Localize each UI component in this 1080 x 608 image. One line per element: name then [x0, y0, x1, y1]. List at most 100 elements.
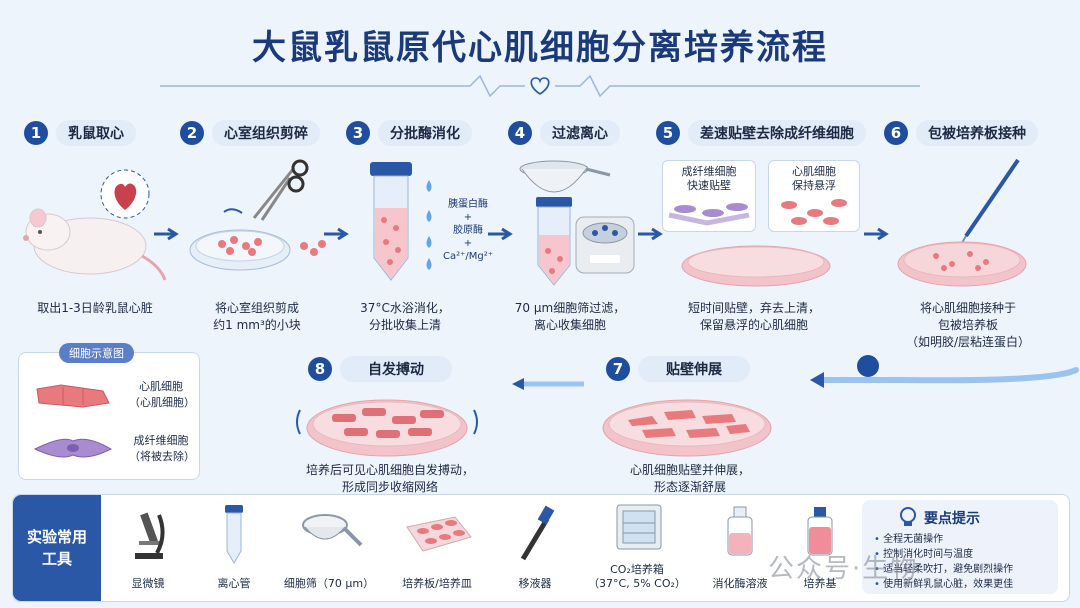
tip-item: 全程无菌操作	[874, 532, 1013, 547]
step-1-header: 1 乳鼠取心	[24, 120, 136, 146]
tool-name: 细胞筛（70 μm）	[283, 577, 375, 590]
fibroblast-adherent-box: 成纤维细胞 快速贴壁	[662, 160, 756, 232]
step-7-caption-line1: 心肌细胞贴壁并伸展，	[629, 463, 750, 477]
tip-item: 适当轻柔吹打，避免剧烈操作	[874, 562, 1013, 577]
tool-name: CO₂培养箱	[610, 563, 664, 576]
step-3-caption-line2: 分批收集上清	[368, 318, 441, 332]
enzyme-item: +	[463, 238, 473, 249]
enzyme-item: Ca²⁺/Mg²⁺	[442, 251, 494, 262]
arrow-left-icon	[512, 378, 584, 390]
tool-name: 显微镜	[131, 577, 165, 590]
arrow-right-icon	[154, 227, 179, 241]
filter-centrifuge-illustration	[519, 160, 635, 286]
tool-name: 培养板/培养皿	[402, 577, 472, 590]
box-line2: 保持悬浮	[792, 179, 836, 192]
arrow-right-icon	[638, 227, 663, 241]
curved-connector-arrow	[810, 355, 1079, 388]
enzyme-drops-icon	[426, 180, 432, 270]
step-5-number: 5	[656, 121, 680, 145]
tool-cell-strainer: 细胞筛（70 μm）	[281, 495, 377, 601]
tip-item: 使用新鲜乳鼠心脏，效果更佳	[874, 577, 1013, 592]
tool-name: 离心管	[217, 577, 251, 590]
step-3-caption-line1: 37°C水浴消化，	[360, 301, 450, 315]
enzyme-bottle-icon	[727, 506, 753, 556]
beating-dish-illustration	[296, 399, 478, 457]
step-8-label: 自发搏动	[340, 356, 452, 382]
centrifuge-tube-icon	[225, 505, 243, 564]
tool-centrifuge-tube: 离心管	[199, 495, 269, 601]
tool-culture-plate: 培养板/培养皿	[389, 495, 485, 601]
step-3-label: 分批酶消化	[378, 120, 472, 146]
tool-sub: （37°C, 5% CO₂）	[588, 577, 686, 590]
enzyme-list: 胰蛋白酶 + 胶原酶 + Ca²⁺/Mg²⁺	[440, 198, 496, 263]
rat-pup-illustration	[23, 169, 167, 281]
step-6-number: 6	[884, 121, 908, 145]
arrow-right-icon	[488, 227, 513, 241]
box-line1: 心肌细胞	[792, 165, 836, 178]
legend-item-line1: 成纤维细胞	[133, 434, 189, 447]
step-4-caption-line2: 离心收集细胞	[533, 318, 606, 332]
arrow-right-icon	[324, 227, 349, 241]
step-3-header: 3 分批酶消化	[346, 120, 472, 146]
cell-strainer-icon	[519, 160, 611, 193]
pipette-icon	[520, 505, 555, 561]
cardiomyocyte-legend-icon	[36, 384, 110, 408]
step-1-number: 1	[24, 121, 48, 145]
step-8-caption-line1: 培养后可见心肌细胞自发搏动，	[305, 463, 474, 477]
scissors-icon	[252, 159, 309, 221]
step-6-label: 包被培养板接种	[916, 120, 1038, 146]
step-7-label: 贴壁伸展	[638, 356, 750, 382]
step-6-caption-line3: （如明胶/层粘连蛋白）	[905, 335, 1031, 349]
tool-pipette: 移液器	[497, 495, 573, 601]
watermark: 公众号·生物	[768, 554, 919, 584]
enzyme-item: +	[463, 212, 473, 223]
step-2-caption-line1: 将心室组织剪成	[214, 301, 299, 315]
box-line2: 快速贴壁	[687, 179, 731, 192]
step-5-label: 差速贴壁去除成纤维细胞	[688, 120, 866, 146]
legend-title: 细胞示意图	[59, 343, 134, 363]
step-6-caption-line1: 将心肌细胞接种于	[919, 301, 1016, 315]
step-5-dish-icon	[681, 245, 831, 287]
step-2-caption-line2: 约1 mm³的小块	[213, 318, 301, 332]
pipette-icon	[959, 158, 1020, 247]
fibroblast-cells-icon	[668, 203, 750, 226]
step-8-number: 8	[308, 357, 332, 381]
step-8-header: 8 自发搏动	[308, 356, 452, 382]
step-5-caption-line2: 保留悬浮的心肌细胞	[699, 318, 808, 332]
step-5-header: 5 差速贴壁去除成纤维细胞	[656, 120, 866, 146]
tool-co2-incubator: CO₂培养箱 （37°C, 5% CO₂）	[585, 495, 689, 601]
cell-legend: 细胞示意图 心肌细胞 （心肌细胞） 成纤维细胞 （将被去除）	[18, 343, 200, 480]
arrow-right-icon	[864, 227, 889, 241]
spreading-dish-illustration	[602, 399, 772, 457]
page-title: 大鼠乳鼠原代心肌细胞分离培养流程	[252, 28, 828, 68]
heart-organ-icon	[114, 183, 137, 210]
digestion-tube-illustration	[370, 162, 412, 281]
step-6-header: 6 包被培养板接种	[884, 120, 1038, 146]
tips-title: 要点提示	[924, 511, 980, 527]
step-4-caption-line1: 70 μm细胞筛过滤，	[514, 301, 626, 315]
centrifuge-icon	[575, 216, 635, 274]
heart-icon	[530, 77, 550, 95]
legend-item-line2: （心肌细胞）	[129, 396, 195, 409]
seeding-illustration	[897, 158, 1027, 287]
tool-culture-medium: 培养基	[787, 495, 853, 601]
tool-enzyme-solution: 消化酶溶液	[699, 495, 781, 601]
step-7-number: 7	[606, 357, 630, 381]
step-8-caption-line2: 形成同步收缩网络	[341, 480, 438, 494]
cardiomyocyte-cells-icon	[781, 199, 847, 225]
step-7-caption-line2: 形态逐渐舒展	[653, 480, 726, 494]
tip-item: 控制消化时间与温度	[874, 547, 1013, 562]
step-3-number: 3	[346, 121, 370, 145]
step-1-label: 乳鼠取心	[56, 120, 136, 146]
tool-name: 移液器	[518, 577, 552, 590]
step-4-number: 4	[508, 121, 532, 145]
legend-item-line2: （将被去除）	[129, 450, 195, 463]
cell-strainer-icon	[302, 514, 363, 547]
step-2-number: 2	[180, 121, 204, 145]
legend-item-line1: 心肌细胞	[139, 380, 183, 393]
tool-microscope: 显微镜	[113, 495, 183, 601]
microscope-icon	[135, 512, 165, 559]
tissue-mincing-illustration	[189, 159, 326, 271]
